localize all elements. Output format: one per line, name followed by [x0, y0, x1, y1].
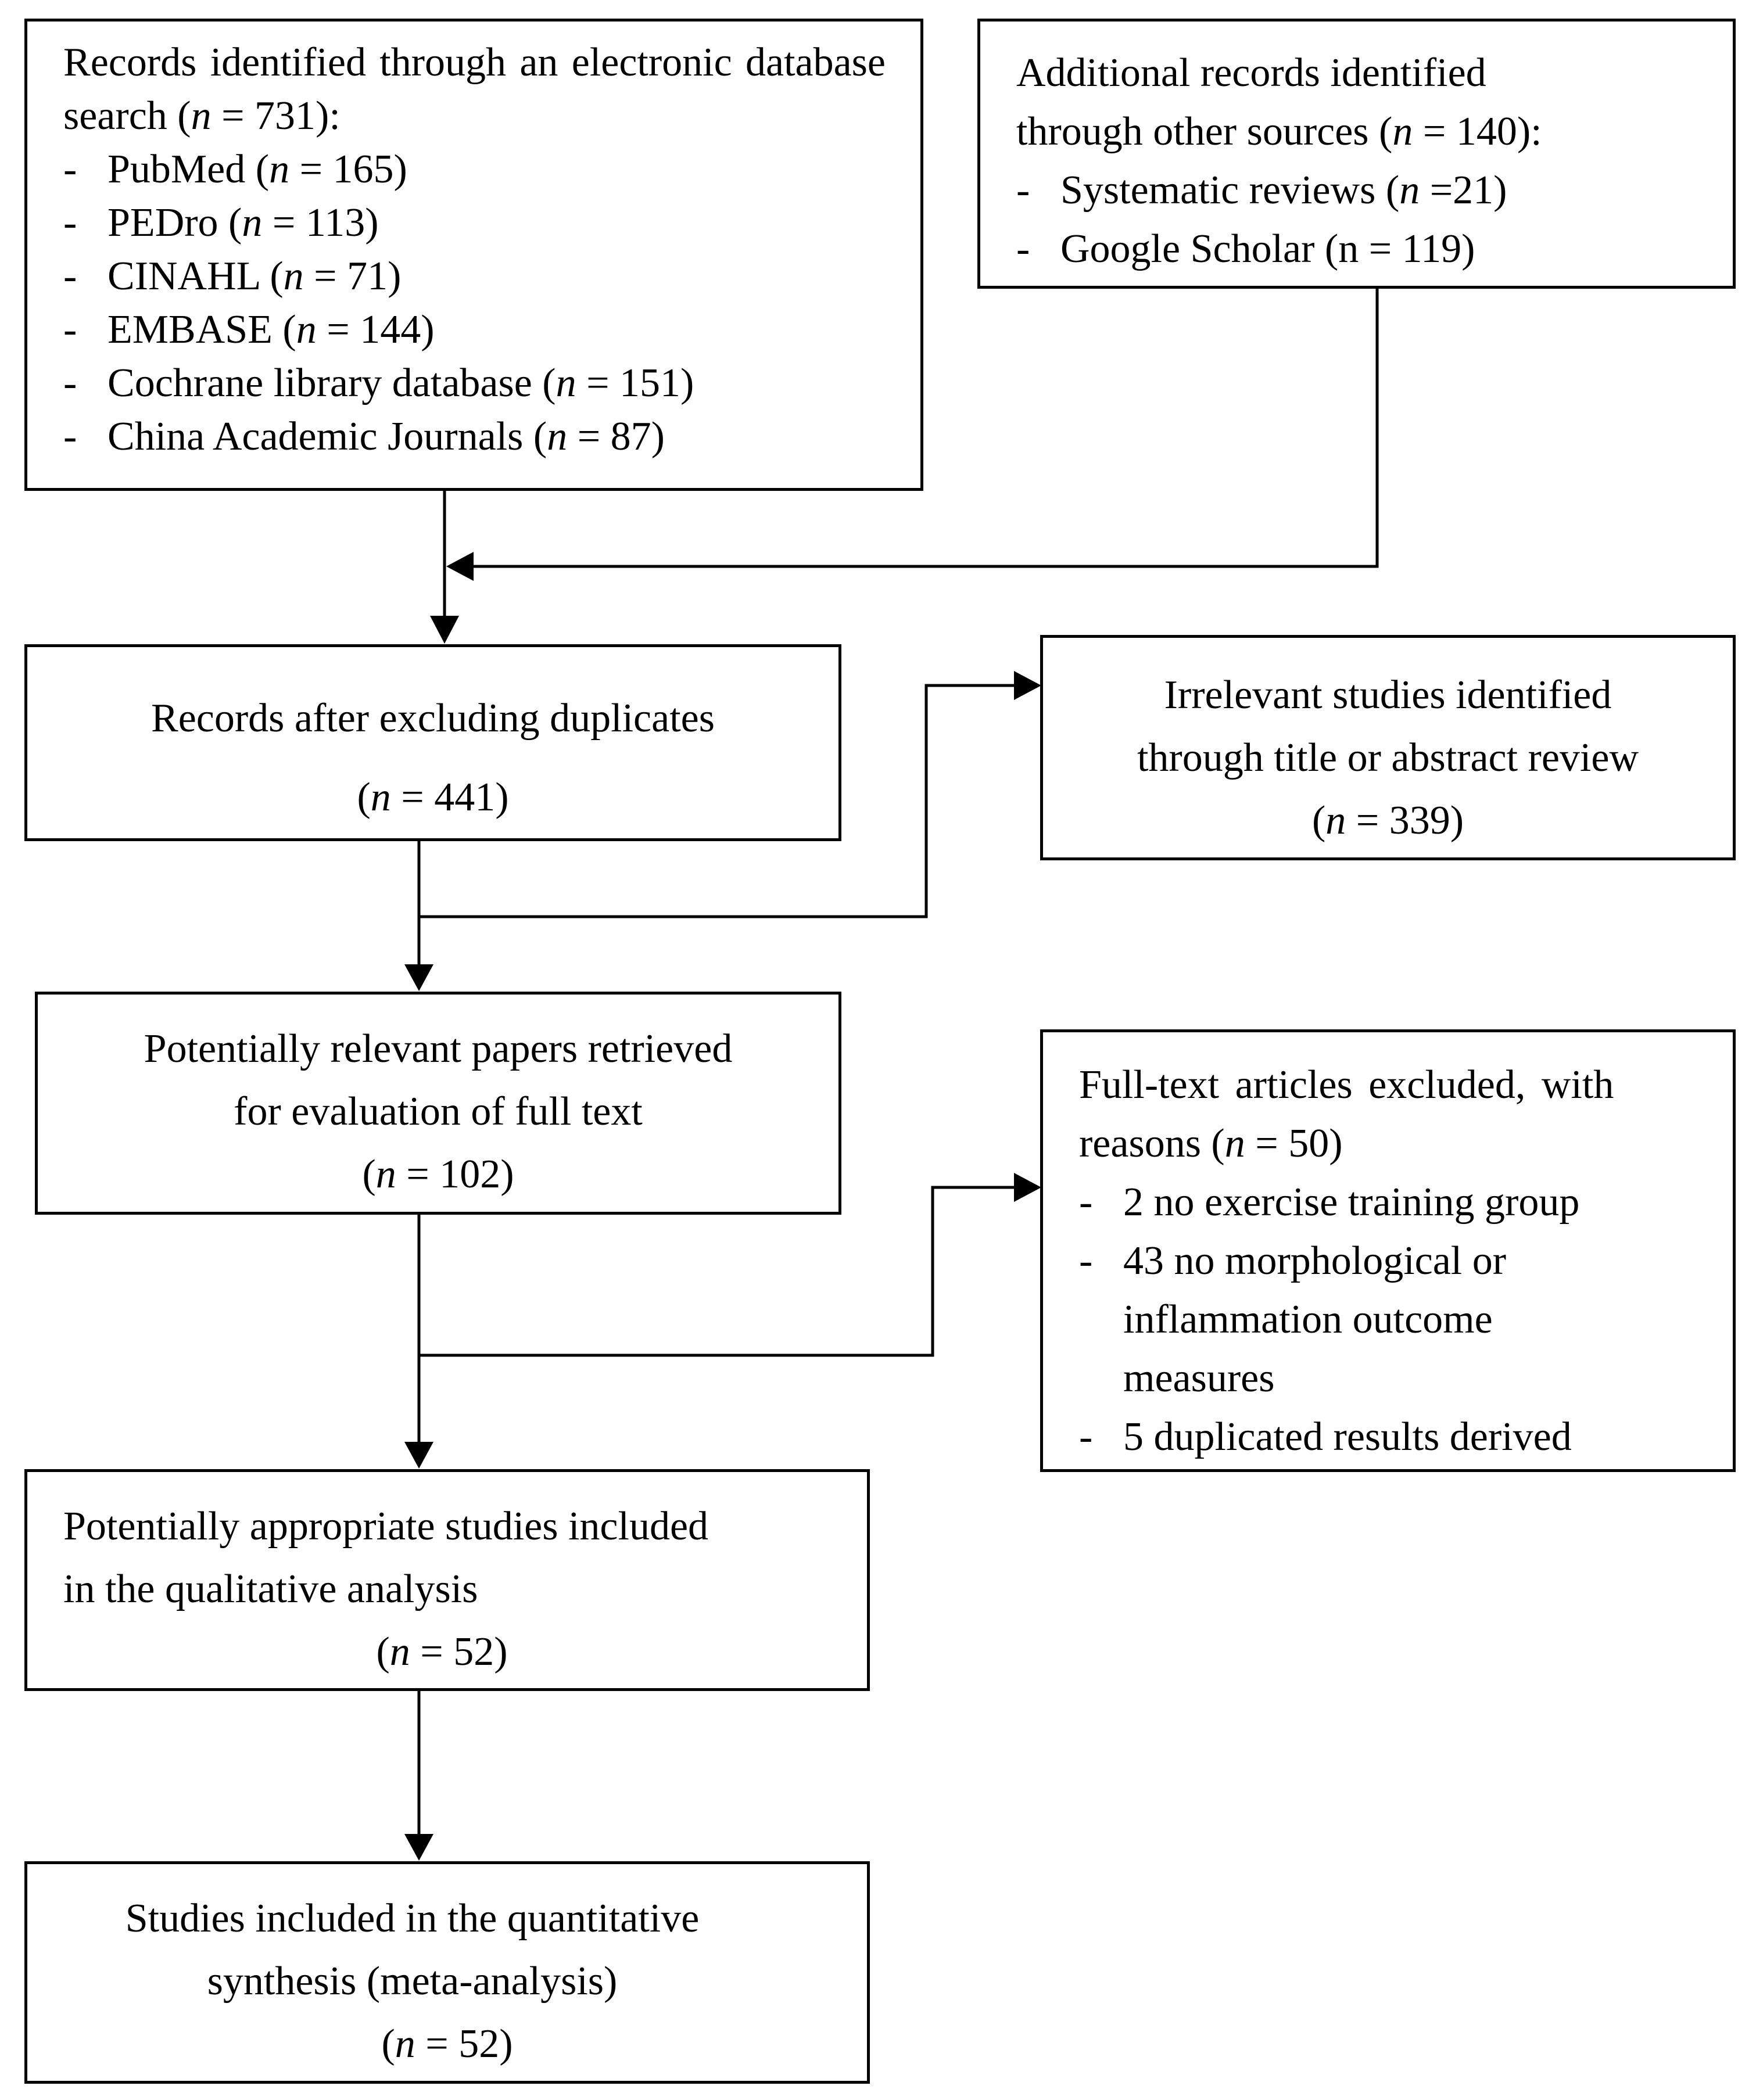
item-text: 43 no morphological or [1123, 1239, 1507, 1283]
full-text-retrieved-box: Potentially relevant papers retrieved fo… [35, 992, 841, 1215]
list-item: inflammation outcome [1123, 1297, 1493, 1342]
bullet-dash: - [1016, 227, 1030, 271]
text: n [191, 94, 212, 138]
arrowhead [1014, 1173, 1041, 1202]
records-identified-database-box: Records identified through an electronic… [24, 19, 923, 491]
quantitative-synthesis-box: Studies included in the quantitative syn… [24, 1861, 870, 2084]
text: Records after excluding duplicates [151, 696, 715, 741]
list-item: -43 no morphological or [1079, 1232, 1721, 1290]
arrowhead [404, 964, 433, 991]
box-intro: Records identified through an electronic… [63, 36, 886, 143]
text-line: through other sources (n = 140): [1016, 102, 1710, 161]
text: Additional records identified [1016, 51, 1486, 95]
bullet-dash: - [63, 361, 77, 405]
connector-to-irrelevant [419, 684, 1014, 918]
irrelevant-studies-box: Irrelevant studies identified through ti… [1040, 635, 1736, 860]
full-text-excluded-box: Full-text articles excluded, with reason… [1040, 1029, 1736, 1472]
item-text: 5 duplicated results derived [1123, 1415, 1572, 1459]
connector-other-sources [474, 289, 1379, 568]
arrowhead [404, 1442, 433, 1469]
connector-to-excluded [419, 1186, 1014, 1357]
arrowhead [404, 1834, 433, 1861]
qualitative-analysis-box: Potentially appropriate studies included… [24, 1469, 870, 1691]
bullet-dash: - [1079, 1415, 1093, 1459]
arrowhead [430, 616, 459, 644]
bullet-dash: - [63, 147, 77, 192]
count: (n = 52) [381, 2022, 513, 2066]
bullet-dash: - [63, 200, 77, 245]
text-line: reasons (n = 50) [1079, 1121, 1343, 1166]
item-text: EMBASE (n = 144) [107, 307, 435, 352]
bullet-dash: - [63, 254, 77, 299]
text: Full-text articles excluded, with [1079, 1062, 1614, 1107]
bullet-dash: - [1079, 1180, 1093, 1225]
bullet-dash: - [63, 414, 77, 459]
list-item: -Cochrane library database (n = 151) [63, 357, 886, 410]
text: through title or abstract review [1137, 735, 1639, 780]
list-item: -5 duplicated results derived [1079, 1408, 1721, 1466]
text: in the qualitative analysis [63, 1567, 478, 1611]
list-item: -2 no exercise training group [1079, 1173, 1721, 1232]
count: (n = 441) [357, 775, 509, 820]
list-item: -Systematic reviews (n =21) [1016, 161, 1710, 220]
text: Studies included in the quantitative [125, 1896, 700, 1941]
arrowhead [446, 552, 474, 581]
count: (n = 339) [1311, 798, 1464, 843]
bullet-dash: - [1016, 168, 1030, 213]
additional-records-box: Additional records identified through ot… [977, 19, 1736, 289]
text: = 731): [211, 94, 341, 138]
count: (n = 102) [362, 1152, 514, 1197]
list-item: -China Academic Journals (n = 87) [63, 410, 886, 464]
list-item: measures [1123, 1356, 1275, 1401]
text: Potentially appropriate studies included [63, 1504, 709, 1549]
bullet-dash: - [63, 307, 77, 352]
item-text: China Academic Journals (n = 87) [107, 414, 665, 459]
item-text: PubMed (n = 165) [107, 147, 407, 192]
list-item: -CINAHL (n = 71) [63, 250, 886, 303]
item-text: CINAHL (n = 71) [107, 254, 402, 299]
list-item: -PubMed (n = 165) [63, 143, 886, 196]
bullet-dash: - [1079, 1239, 1093, 1283]
item-text: PEDro (n = 113) [107, 200, 379, 245]
text: n [1392, 109, 1413, 154]
list-item: -EMBASE (n = 144) [63, 303, 886, 357]
text: = 140): [1413, 109, 1542, 154]
text: for evaluation of full text [234, 1089, 643, 1134]
records-after-duplicates-box: Records after excluding duplicates (n = … [24, 644, 841, 841]
text: Irrelevant studies identified [1164, 673, 1612, 717]
item-text: 2 no exercise training group [1123, 1180, 1580, 1225]
text: Records identified through an electronic… [63, 40, 886, 138]
list-item: -PEDro (n = 113) [63, 196, 886, 250]
arrowhead [1014, 671, 1041, 700]
item-text: Google Scholar (n = 119) [1060, 227, 1475, 271]
list-item: -Google Scholar (n = 119) [1016, 220, 1710, 278]
text: through other sources ( [1016, 109, 1393, 154]
item-text: Systematic reviews (n =21) [1060, 168, 1507, 213]
text: synthesis (meta-analysis) [207, 1959, 618, 2004]
count: (n = 52) [376, 1629, 508, 1674]
item-text: Cochrane library database (n = 151) [107, 361, 694, 405]
text: Potentially relevant papers retrieved [144, 1026, 733, 1071]
